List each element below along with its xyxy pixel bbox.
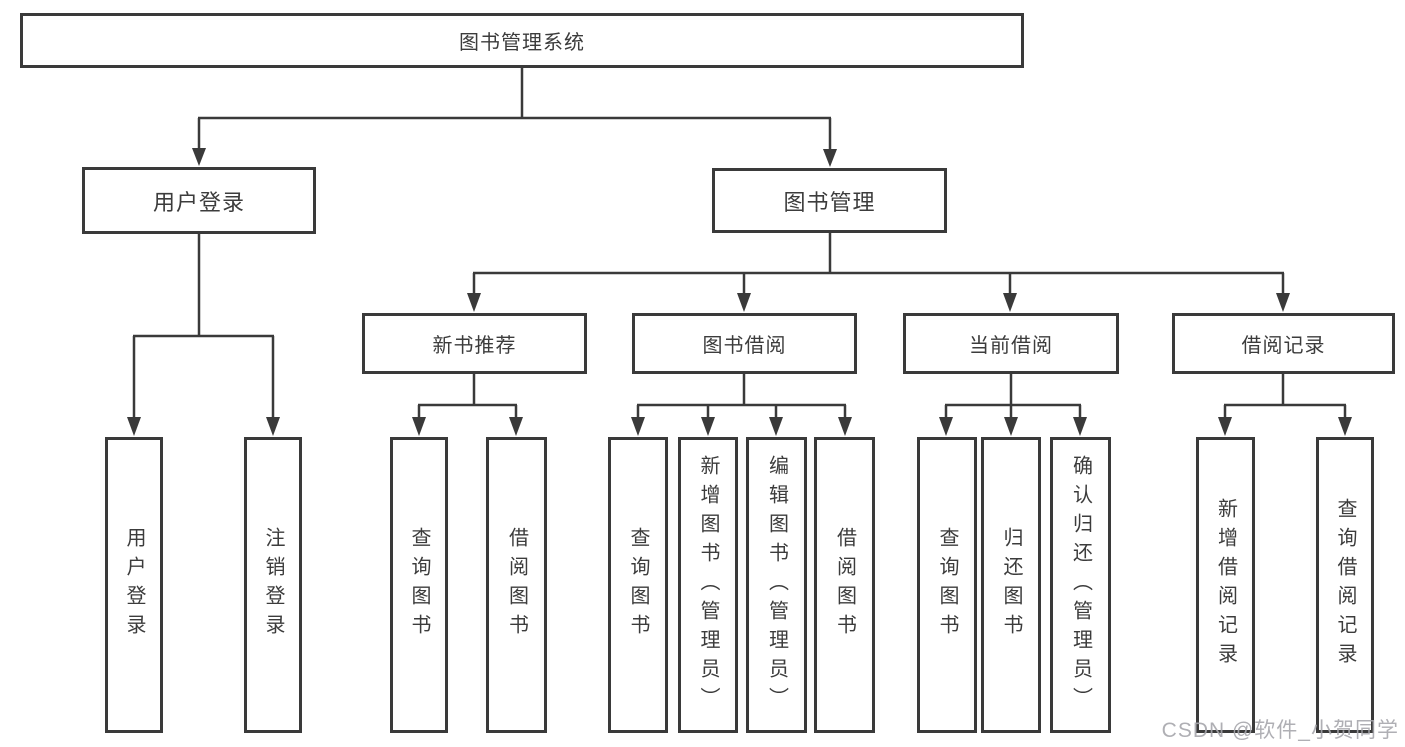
- leaf-label: 新增借阅记录: [1214, 498, 1237, 672]
- leaf-label: 注销登录: [262, 527, 284, 643]
- leaf-label: 查询图书: [627, 527, 649, 643]
- node-leaf-borrow-book: 借阅图书: [814, 437, 875, 733]
- node-user-login-branch: 用户登录: [82, 167, 316, 234]
- leaf-label: 查询图书: [936, 527, 958, 643]
- leaf-label: 确认归还（管理员）: [1069, 454, 1092, 716]
- node-leaf-query-book-recommend: 查询图书: [390, 437, 448, 733]
- leaf-label: 借阅图书: [833, 527, 856, 643]
- leaf-label: 借阅图书: [505, 527, 528, 643]
- csdn-watermark: CSDN @软件_小贺同学: [1161, 719, 1399, 742]
- node-root-library-system: 图书管理系统: [20, 13, 1024, 68]
- leaf-label: 查询图书: [408, 527, 430, 643]
- node-leaf-add-borrow-record: 新增借阅记录: [1196, 437, 1255, 733]
- node-book-borrow: 图书借阅: [632, 313, 857, 374]
- leaf-label: 归还图书: [1000, 527, 1022, 643]
- leaf-label: 新增图书（管理员）: [697, 454, 719, 716]
- leaf-label: 查询借阅记录: [1334, 498, 1356, 672]
- node-leaf-user-login: 用户登录: [105, 437, 163, 733]
- node-leaf-query-book-borrow: 查询图书: [608, 437, 668, 733]
- node-leaf-borrow-book-recommend: 借阅图书: [486, 437, 547, 733]
- node-leaf-add-book-admin: 新增图书（管理员）: [678, 437, 738, 733]
- node-current-borrow: 当前借阅: [903, 313, 1119, 374]
- node-leaf-edit-book-admin: 编辑图书（管理员）: [746, 437, 807, 733]
- leaf-label: 用户登录: [123, 527, 145, 643]
- node-book-management-branch: 图书管理: [712, 168, 947, 233]
- node-leaf-return-book: 归还图书: [981, 437, 1041, 733]
- node-leaf-query-borrow-record: 查询借阅记录: [1316, 437, 1374, 733]
- leaf-label: 编辑图书（管理员）: [765, 454, 788, 716]
- node-leaf-logout: 注销登录: [244, 437, 302, 733]
- node-leaf-query-book-current: 查询图书: [917, 437, 977, 733]
- node-new-book-recommend: 新书推荐: [362, 313, 587, 374]
- node-leaf-confirm-return-admin: 确认归还（管理员）: [1050, 437, 1111, 733]
- node-borrow-records: 借阅记录: [1172, 313, 1395, 374]
